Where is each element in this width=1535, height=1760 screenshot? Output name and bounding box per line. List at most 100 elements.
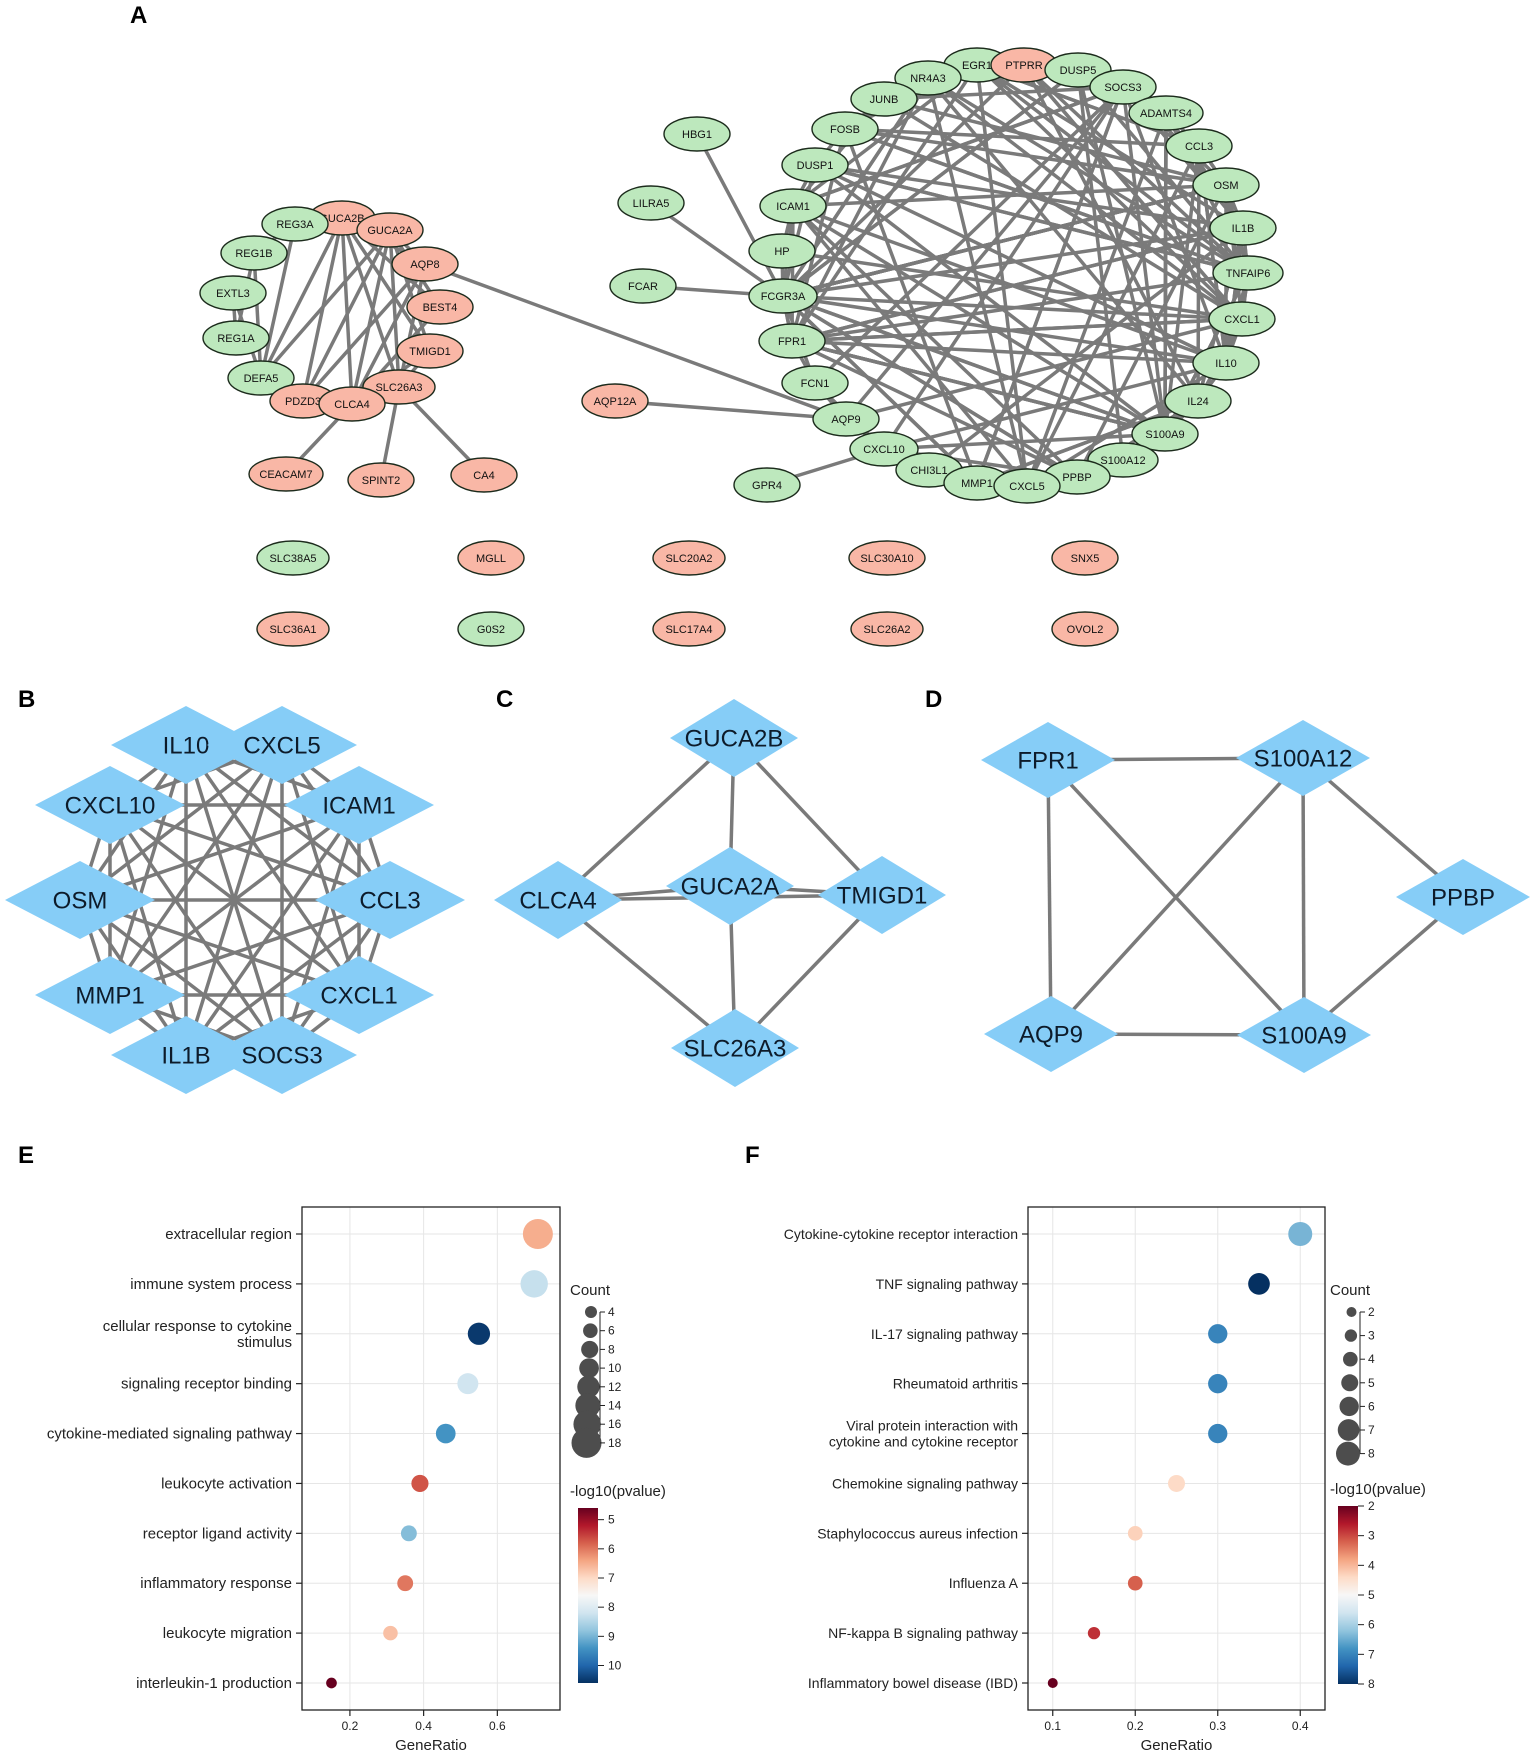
- y-tick-label: extracellular region: [165, 1226, 292, 1243]
- hub-node-icam1: ICAM1: [284, 766, 434, 844]
- x-tick-label: 0.1: [1044, 1719, 1061, 1733]
- node-label: AQP9: [831, 414, 860, 426]
- panel-letter-b: B: [18, 686, 36, 713]
- node-label: TMIGD1: [409, 346, 451, 358]
- node-label: PDZD3: [285, 396, 321, 408]
- hub-node-label: CXCL5: [243, 733, 320, 760]
- hub-node-label: S100A12: [1254, 746, 1353, 773]
- node-label: DEFA5: [244, 373, 279, 385]
- data-point-inflammatory-bowel-disease-ibd: [1047, 1678, 1058, 1688]
- node-label: JUNB: [870, 94, 899, 106]
- size-legend-circle: [585, 1306, 597, 1318]
- node-shape: [457, 611, 525, 647]
- node-label: SLC17A4: [665, 624, 712, 636]
- size-legend-label: 4: [608, 1305, 615, 1319]
- edge-ccl3-il1b: [184, 898, 392, 1057]
- node-label: CXCL1: [1224, 314, 1259, 326]
- color-legend-label: 5: [608, 1513, 615, 1527]
- hub-node-shape: [35, 766, 185, 844]
- node-label: FCN1: [801, 378, 830, 390]
- node-best4: BEST4: [406, 289, 474, 325]
- edge-guca2b-clca4: [556, 736, 736, 902]
- node-shape: [848, 540, 926, 576]
- y-tick-label-line: cytokine and cytokine receptor: [829, 1434, 1018, 1450]
- node-label: SLC26A3: [375, 382, 422, 394]
- y-tick-label: interleukin-1 production: [136, 1675, 292, 1692]
- node-label: SLC26A2: [863, 624, 910, 636]
- node-label: GUCA2B: [319, 213, 364, 225]
- grid: [1028, 1207, 1325, 1710]
- hub-node-slc26a3: SLC26A3: [671, 1009, 799, 1087]
- hub-node-cxcl5: CXCL5: [207, 706, 357, 784]
- node-shape: [406, 289, 474, 325]
- panel-letter-c: C: [496, 686, 514, 713]
- hub-node-label: TMIGD1: [837, 883, 928, 910]
- data-point-leukocyte-migration: [383, 1625, 398, 1641]
- node-shape: [256, 611, 330, 647]
- y-tick-label-line: receptor ligand activity: [143, 1525, 293, 1542]
- hub-node-label: MMP1: [75, 983, 144, 1010]
- edge-osm-socs3: [78, 898, 284, 1057]
- y-tick-label-line: cellular response to cytokine: [103, 1318, 292, 1335]
- data-point-signaling-receptor-binding: [457, 1373, 479, 1395]
- node-gpr4: GPR4: [733, 467, 801, 503]
- edge-icam1-osm: [791, 183, 1228, 208]
- data-point-influenza-a: [1127, 1575, 1143, 1591]
- node-shape: [850, 611, 924, 647]
- size-legend-label: 7: [1368, 1423, 1375, 1437]
- node-s100a9: S100A9: [1131, 416, 1199, 452]
- node-shape: [220, 235, 288, 271]
- hub-node-clca4: CLCA4: [494, 861, 622, 939]
- x-tick-label: 0.2: [342, 1719, 359, 1733]
- y-tick-label: leukocyte activation: [161, 1475, 292, 1492]
- node-shape: [1051, 540, 1119, 576]
- edge-reg3a-defa5: [259, 222, 297, 380]
- y-tick-label-line: Cytokine-cytokine receptor interaction: [784, 1226, 1018, 1242]
- node-shape: [733, 467, 801, 503]
- size-legend-label: 4: [1368, 1352, 1375, 1366]
- edge-mmp1-il24: [975, 399, 1200, 485]
- edge-mmp1-fosb: [843, 127, 979, 485]
- size-legend-circle: [1343, 1351, 1358, 1367]
- node-shape: [781, 147, 849, 183]
- x-axis-label: GeneRatio: [395, 1737, 467, 1754]
- data-point-receptor-ligand-activity: [400, 1525, 417, 1542]
- node-reg1a: REG1A: [202, 320, 270, 356]
- node-label: HP: [774, 246, 789, 258]
- node-shape: [1209, 210, 1277, 246]
- node-label: IL10: [1215, 358, 1236, 370]
- node-label: EGR1: [962, 60, 992, 72]
- panel-a-edges: [231, 63, 1250, 488]
- y-tick-label: NF-kappa B signaling pathway: [828, 1625, 1018, 1641]
- node-extl3: EXTL3: [199, 275, 267, 311]
- size-legend-label: 14: [608, 1399, 622, 1413]
- data-point-viral-protein-interaction-with-cytokine-and-cytokine-receptor: [1208, 1423, 1228, 1444]
- edge-fcgr3a-ptprr: [781, 63, 1026, 298]
- node-label: OSM: [1213, 180, 1238, 192]
- size-legend-label: 12: [608, 1380, 622, 1394]
- node-label: SLC20A2: [665, 553, 712, 565]
- hub-node-cxcl10: CXCL10: [35, 766, 185, 844]
- hub-node-mmp1: MMP1: [35, 956, 185, 1034]
- color-legend-bar: [578, 1508, 598, 1683]
- data-point-cellular-response-to-cytokine-stimulus: [467, 1322, 491, 1345]
- hub-node-shape: [5, 861, 155, 939]
- node-aqp12a: AQP12A: [581, 383, 649, 419]
- hub-node-label: CXCL10: [65, 793, 156, 820]
- node-shape: [748, 233, 816, 269]
- hub-node-osm: OSM: [5, 861, 155, 939]
- size-legend-circle: [577, 1375, 600, 1398]
- hub-node-label: GUCA2B: [685, 726, 784, 753]
- node-shape: [1212, 255, 1284, 291]
- size-legend-circle: [1341, 1374, 1359, 1392]
- node-label: NR4A3: [910, 73, 945, 85]
- panel-letter-d: D: [925, 686, 943, 713]
- y-tick-label-line: signaling receptor binding: [121, 1376, 292, 1393]
- edge-egr1-il1b: [975, 63, 1245, 230]
- node-g0s2: G0S2: [457, 611, 525, 647]
- node-tmigd1: TMIGD1: [396, 333, 464, 369]
- node-tnfaip6: TNFAIP6: [1212, 255, 1284, 291]
- node-cxcl10: CXCL10: [849, 431, 919, 467]
